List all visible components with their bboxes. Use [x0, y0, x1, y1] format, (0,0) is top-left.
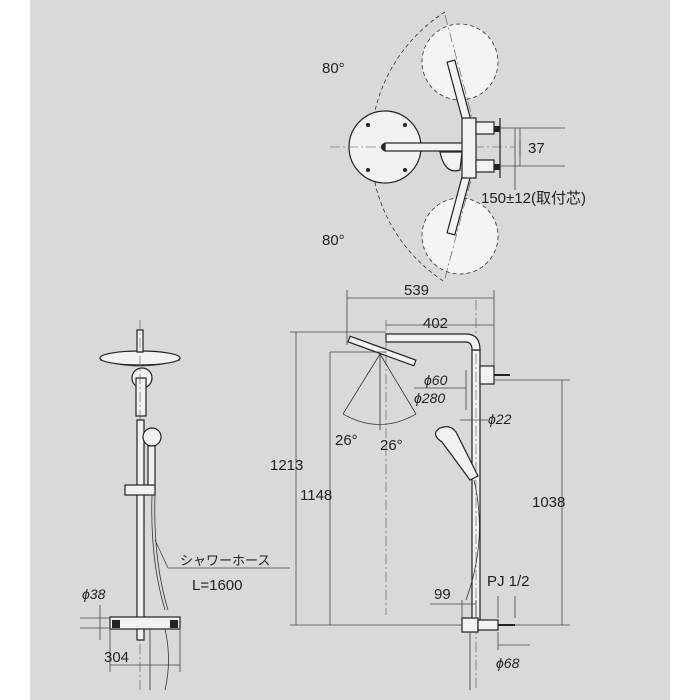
side-top-bracket	[479, 365, 495, 385]
drawing-sheet: 37 150±12(取付芯) 80° 80° ϕ38	[30, 0, 670, 700]
dim-phi60: ϕ60	[424, 372, 448, 388]
dim-phi22: ϕ22	[488, 411, 512, 427]
angle-lower: 80°	[322, 232, 345, 249]
angle-upper: 80°	[322, 60, 345, 77]
dim-1213: 1213	[270, 457, 303, 474]
dim-1038: 1038	[532, 494, 565, 511]
hose-label: シャワーホース	[180, 554, 270, 569]
dim-37: 37	[528, 140, 545, 157]
hose-length: L=1600	[192, 577, 242, 594]
angle-right: 26°	[380, 437, 403, 454]
front-riser	[136, 419, 145, 641]
angle-left: 26°	[335, 432, 358, 449]
dim-539: 539	[404, 282, 429, 299]
dim-phi68: ϕ68	[496, 655, 520, 671]
dim-99: 99	[434, 586, 451, 603]
technical-drawing: 37 150±12(取付芯) 80° 80° ϕ38	[80, 11, 586, 691]
dim-402: 402	[423, 315, 448, 332]
side-view: 26° 26° 539 402 ϕ60 ϕ280 ϕ22 1213	[270, 282, 570, 690]
pipe-thread: PJ 1/2	[487, 573, 530, 590]
front-mixer	[109, 616, 181, 630]
side-mixer	[461, 617, 479, 633]
dim-304: 304	[104, 649, 129, 666]
front-arm	[135, 377, 147, 417]
front-view: ϕ38 304 シャワーホース L=1600	[80, 320, 290, 691]
head-arm-plan	[384, 142, 466, 152]
side-arm	[385, 333, 481, 351]
top-view: 37 150±12(取付芯) 80° 80°	[322, 11, 586, 283]
front-hand-shower	[142, 427, 162, 447]
dim-1148: 1148	[300, 487, 332, 504]
dim-phi38: ϕ38	[82, 586, 106, 602]
hand-shower-plan	[439, 151, 463, 172]
side-head	[347, 335, 417, 367]
wall-fitting	[461, 117, 477, 179]
dim-phi280: ϕ280	[414, 390, 445, 406]
side-hand-shower	[434, 426, 479, 481]
swing-arc	[370, 11, 446, 283]
front-slide-bracket	[124, 484, 156, 496]
dim-150-mount-center: 150±12(取付芯)	[481, 190, 586, 207]
